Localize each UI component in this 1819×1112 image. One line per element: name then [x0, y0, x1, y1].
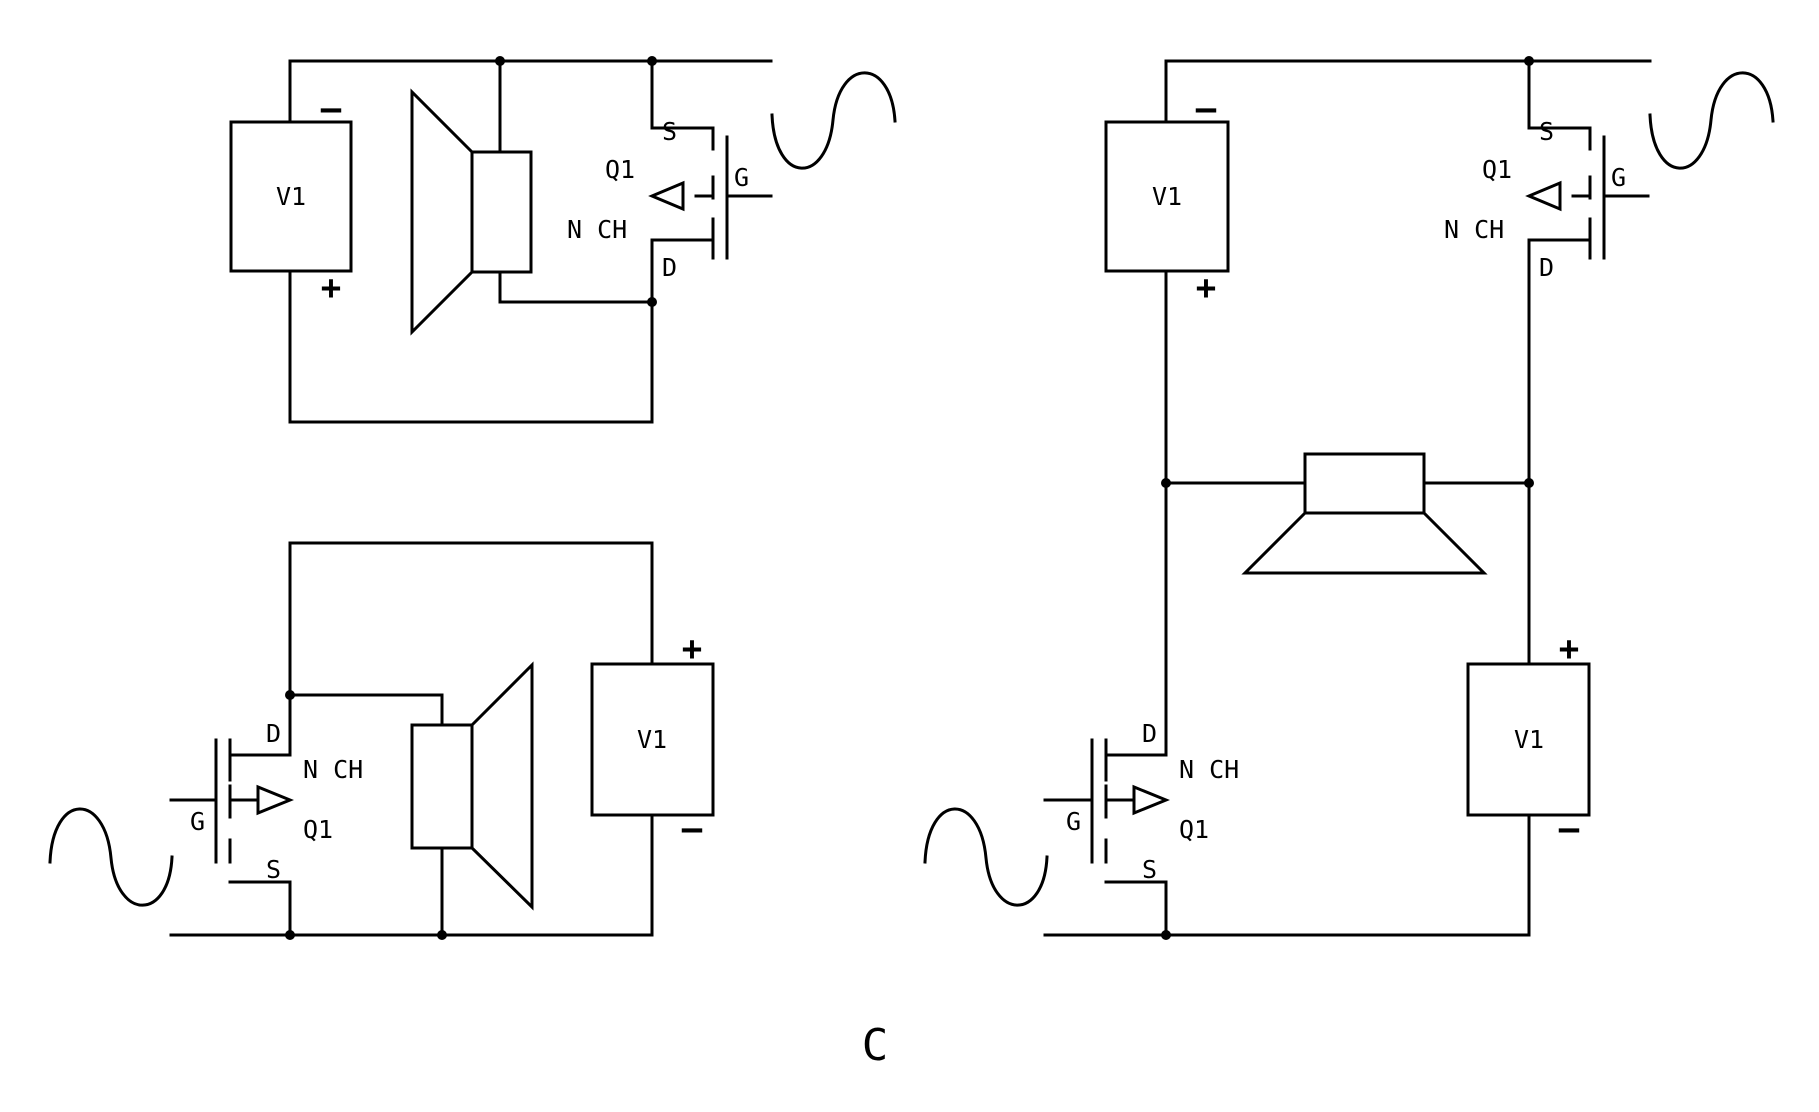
gate-pin-label: G	[734, 163, 749, 192]
sine-wave-symbol	[770, 71, 897, 170]
junction-dot	[647, 56, 657, 66]
circuit-top-left: V1 – + S Q1 N CH G D	[229, 56, 897, 424]
drain-pin-label: D	[1142, 719, 1157, 748]
speaker	[410, 88, 533, 336]
dc-source: V1 + –	[590, 629, 715, 849]
wires	[1043, 59, 1652, 937]
junction-dot	[1524, 478, 1534, 488]
junction-dot	[1524, 56, 1534, 66]
minus-sign: –	[1196, 89, 1217, 129]
plus-sign: +	[321, 268, 341, 308]
source-pin-label: S	[266, 855, 281, 884]
speaker	[410, 661, 534, 911]
circuit-right: V1 – + V1 + – S Q1 N CH G D D N CH	[923, 56, 1775, 940]
channel-label: N CH	[567, 215, 627, 244]
drain-pin-label: D	[1539, 253, 1554, 282]
minus-sign: –	[682, 809, 703, 849]
sine-wave-symbol-bottom	[923, 807, 1049, 907]
channel-label: N CH	[1444, 215, 1504, 244]
dc-source-bottom: V1 + –	[1466, 629, 1591, 849]
source-label: V1	[1152, 182, 1182, 211]
junction-dot	[1161, 930, 1171, 940]
figure-caption: C	[862, 1020, 889, 1071]
gate-pin-label: G	[1066, 807, 1081, 836]
speaker	[1241, 452, 1488, 575]
junction-dot	[285, 930, 295, 940]
transistor-label: Q1	[303, 815, 333, 844]
sine-wave-symbol-top	[1648, 71, 1775, 170]
junction-dot	[285, 690, 295, 700]
transistor-label: Q1	[1482, 155, 1512, 184]
dc-source-top: V1 – +	[1104, 89, 1230, 308]
transistor-label: Q1	[1179, 815, 1209, 844]
gate-pin-label: G	[1611, 163, 1626, 192]
wires	[169, 541, 654, 937]
junction-dot	[647, 297, 657, 307]
transistor-label: Q1	[605, 155, 635, 184]
plus-sign: +	[682, 629, 702, 669]
mosfet: D N CH G Q1 S	[169, 719, 363, 884]
source-pin-label: S	[662, 117, 677, 146]
source-label: V1	[276, 182, 306, 211]
mosfet-top: S Q1 N CH G D	[1444, 117, 1650, 282]
channel-label: N CH	[303, 755, 363, 784]
plus-sign: +	[1196, 268, 1216, 308]
junction-dot	[1161, 478, 1171, 488]
junction-dot	[495, 56, 505, 66]
plus-sign: +	[1559, 629, 1579, 669]
wires	[288, 59, 773, 424]
junction-dot	[437, 930, 447, 940]
circuit-bottom-left: V1 + – D N CH G Q1 S	[48, 541, 715, 940]
sine-wave-symbol	[48, 807, 174, 907]
source-pin-label: S	[1539, 117, 1554, 146]
drain-pin-label: D	[266, 719, 281, 748]
source-pin-label: S	[1142, 855, 1157, 884]
channel-label: N CH	[1179, 755, 1239, 784]
source-label: V1	[1514, 725, 1544, 754]
mosfet: S Q1 N CH G D	[567, 117, 773, 282]
minus-sign: –	[321, 89, 342, 129]
minus-sign: –	[1559, 809, 1580, 849]
gate-pin-label: G	[190, 807, 205, 836]
source-label: V1	[637, 725, 667, 754]
drain-pin-label: D	[662, 253, 677, 282]
dc-source: V1 – +	[229, 89, 353, 308]
mosfet-bottom: D N CH G Q1 S	[1043, 719, 1239, 884]
